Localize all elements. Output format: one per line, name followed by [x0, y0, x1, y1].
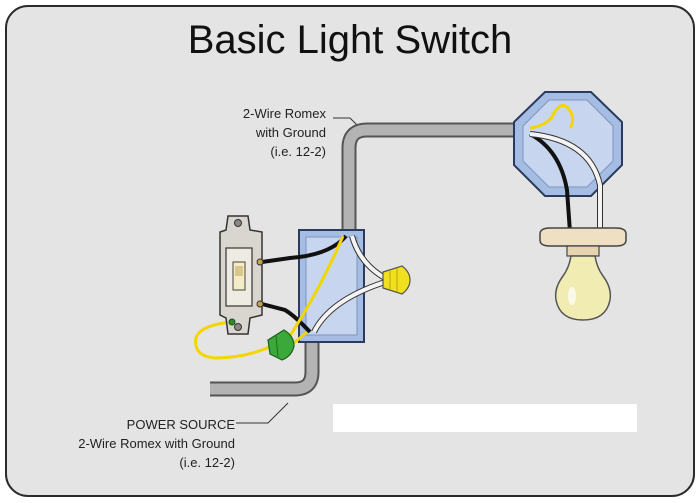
bulb-highlight — [568, 287, 576, 305]
blank-band — [333, 404, 637, 432]
romex-label-line-1: 2-Wire Romex — [242, 106, 326, 121]
romex-label-line-2: with Ground — [255, 125, 326, 140]
switch-screw-top — [234, 219, 242, 227]
hot-wire-ceiling — [529, 132, 572, 233]
romex-cable-upper — [343, 124, 530, 236]
neutral-wire-lower — [312, 280, 386, 333]
neutral-wire-ceiling — [529, 132, 602, 232]
ground-screw — [228, 318, 236, 326]
light-bulb — [554, 255, 612, 321]
romex-cable-lower — [210, 332, 318, 395]
terminal-screw-bottom — [256, 300, 264, 308]
power-leader-line — [236, 402, 289, 424]
switch-screw-bottom — [234, 323, 242, 331]
romex-label: 2-Wire Romex with Ground (i.e. 12-2) — [190, 104, 326, 161]
hot-wire-switch-bottom — [261, 302, 312, 334]
ground-wire-upper — [284, 235, 345, 343]
ground-wire-ceiling — [529, 104, 575, 130]
light-socket — [539, 227, 627, 247]
power-label-line-1: POWER SOURCE — [126, 417, 235, 432]
romex-label-line-3: (i.e. 12-2) — [270, 144, 326, 159]
power-label-line-3: (i.e. 12-2) — [179, 455, 235, 470]
power-source-label: POWER SOURCE 2-Wire Romex with Ground (i… — [40, 415, 235, 472]
power-label-line-2: 2-Wire Romex with Ground — [78, 436, 235, 451]
junction-box-inner — [305, 236, 358, 336]
terminal-screw-top — [256, 258, 264, 266]
ground-wire-switch — [194, 320, 273, 360]
socket-neck — [566, 245, 600, 257]
diagram-title: Basic Light Switch — [187, 18, 513, 62]
wire-nut-green-ridge — [275, 335, 279, 358]
switch-toggle-shade — [235, 266, 243, 276]
wire-nut-green — [267, 329, 295, 361]
neutral-wire-upper — [350, 235, 387, 280]
light-switch — [219, 215, 264, 335]
